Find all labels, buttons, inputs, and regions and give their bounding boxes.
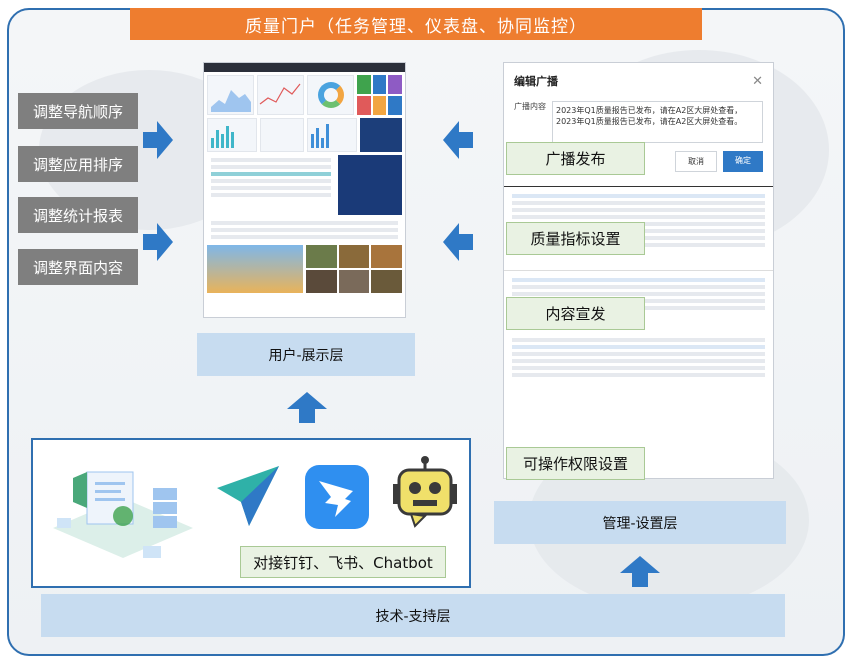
user-display-layer: 用户-展示层 <box>197 333 415 376</box>
portal-bar-chart-2 <box>307 118 357 152</box>
portal-app-icons <box>357 75 402 115</box>
quality-metric-setting-label: 质量指标设置 <box>506 222 645 255</box>
dingtalk-icon <box>305 465 369 529</box>
permission-table <box>504 331 773 384</box>
dialog-title: 编辑广播 <box>514 75 558 88</box>
portal-side-banner <box>338 155 402 215</box>
admin-settings-screenshot: 编辑广播 ✕ 广播内容 2023年Q1质量报告已发布，请在A2区大屏处查看，20… <box>503 62 774 479</box>
portal-line-chart <box>257 75 304 115</box>
portal-area-chart <box>207 75 254 115</box>
tech-support-layer: 技术-支持层 <box>41 594 785 637</box>
user-portal-screenshot <box>203 62 406 318</box>
permission-setting-label: 可操作权限设置 <box>506 447 645 480</box>
adjust-nav-order-button: 调整导航顺序 <box>18 93 138 129</box>
adjust-content-button: 调整界面内容 <box>18 249 138 285</box>
diagram-title: 质量门户（任务管理、仪表盘、协同监控） <box>130 8 702 40</box>
arrow-left-icon <box>443 223 473 261</box>
portal-list <box>204 221 405 239</box>
portal-promo-image <box>207 245 303 293</box>
robot-icon <box>385 456 465 532</box>
broadcast-content-textarea[interactable]: 2023年Q1质量报告已发布，请在A2区大屏处查看，2023年Q1质量报告已发布… <box>552 101 763 143</box>
data-server-illustration <box>43 458 203 568</box>
paper-plane-icon <box>211 458 285 532</box>
arrow-right-icon <box>143 223 173 261</box>
dialog-field-label: 广播内容 <box>514 102 546 111</box>
arrow-left-icon <box>443 121 473 159</box>
cancel-button[interactable]: 取消 <box>675 151 717 172</box>
portal-video-grid <box>306 245 402 293</box>
arrow-up-icon <box>620 556 660 588</box>
portal-banner <box>360 118 402 152</box>
close-icon[interactable]: ✕ <box>752 73 763 89</box>
portal-donut-chart <box>307 75 354 115</box>
content-promotion-label: 内容宣发 <box>506 297 645 330</box>
broadcast-publish-label: 广播发布 <box>506 142 645 175</box>
portal-map-chart <box>260 118 304 152</box>
adjust-app-order-button: 调整应用排序 <box>18 146 138 182</box>
integration-label: 对接钉钉、飞书、Chatbot <box>240 546 446 578</box>
integration-panel: 对接钉钉、飞书、Chatbot <box>31 438 471 588</box>
adjust-report-button: 调整统计报表 <box>18 197 138 233</box>
admin-settings-layer: 管理-设置层 <box>494 501 786 544</box>
confirm-button[interactable]: 确定 <box>723 151 763 172</box>
arrow-right-icon <box>143 121 173 159</box>
portal-table <box>207 155 335 215</box>
arrow-up-icon <box>287 392 327 424</box>
portal-topbar <box>204 63 405 72</box>
portal-bar-chart <box>207 118 257 152</box>
